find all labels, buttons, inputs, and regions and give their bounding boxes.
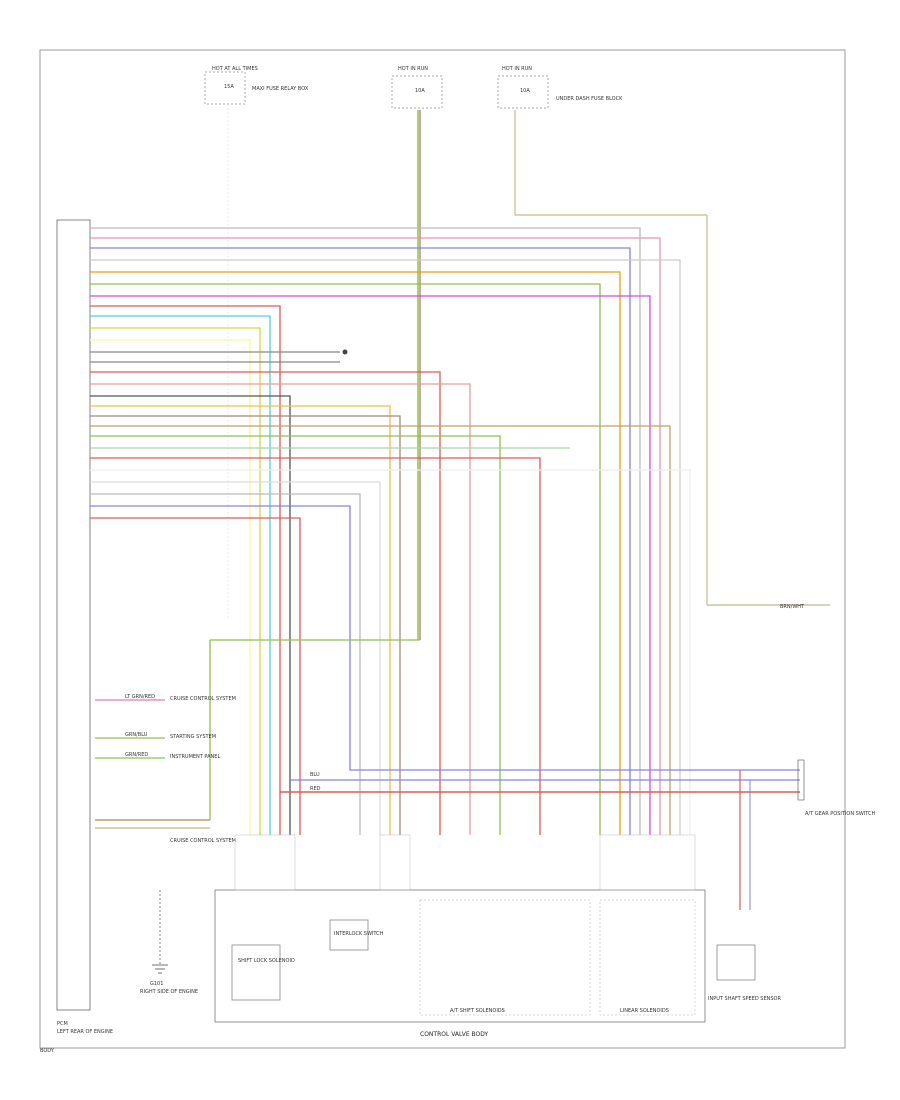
control-valve-label: CONTROL VALVE BODY xyxy=(420,1031,489,1038)
cruise-control-text: CRUISE CONTROL SYSTEM xyxy=(170,696,236,702)
footer-location: LEFT REAR OF ENGINE xyxy=(57,1029,113,1035)
ground-g101: G101 RIGHT SIDE OF ENGINE xyxy=(140,890,198,995)
fuse-box-mid: HOT IN RUN 10A xyxy=(391,66,443,109)
fuse-box-left-label: HOT AT ALL TIMES xyxy=(212,66,258,72)
fuse-box-right-fuse: 10A xyxy=(520,88,530,94)
instrument-panel-text: INSTRUMENT PANEL xyxy=(170,754,220,760)
fuse-box-right: HOT IN RUN 10A UNDER DASH FUSE BLOCK xyxy=(497,66,623,109)
fuse-box-mid-fuse: 10A xyxy=(415,88,425,94)
svg-text:LINEAR SOLENOIDS: LINEAR SOLENOIDS xyxy=(620,1008,669,1014)
fuse-box-mid-label: HOT IN RUN xyxy=(398,66,428,72)
footer-body: BODY xyxy=(40,1048,55,1054)
fuse-box-right-text: UNDER DASH FUSE BLOCK xyxy=(556,96,623,102)
svg-text:INTERLOCK SWITCH: INTERLOCK SWITCH xyxy=(334,931,384,937)
wire-label-red: RED xyxy=(310,786,321,792)
svg-text:A/T SHIFT SOLENOIDS: A/T SHIFT SOLENOIDS xyxy=(450,1008,505,1014)
svg-text:RIGHT SIDE OF ENGINE: RIGHT SIDE OF ENGINE xyxy=(140,989,198,995)
interlock-box xyxy=(329,919,369,951)
right-stub-label: BRN/WHT xyxy=(780,604,805,610)
starting-system-text: STARTING SYSTEM xyxy=(170,734,216,740)
fuse-box-left-fuse: 15A xyxy=(224,84,234,90)
svg-text:GRN/RED: GRN/RED xyxy=(125,752,148,758)
control-valve-body xyxy=(214,889,706,1023)
diagram-frame xyxy=(39,49,846,1049)
fuse-box-left: HOT AT ALL TIMES 15A MAXI FUSE RELAY BOX xyxy=(204,66,309,620)
fuse-box-left-text: MAXI FUSE RELAY BOX xyxy=(252,86,309,92)
svg-text:GRN/BLU: GRN/BLU xyxy=(125,732,148,738)
pcm-wires xyxy=(90,227,800,835)
linear-solenoids-box xyxy=(599,899,696,1016)
svg-text:SHIFT LOCK SOLENOID: SHIFT LOCK SOLENOID xyxy=(238,958,295,964)
svg-text:INPUT SHAFT SPEED SENSOR: INPUT SHAFT SPEED SENSOR xyxy=(708,996,781,1002)
svg-text:G101: G101 xyxy=(150,981,163,987)
shift-solenoids-box xyxy=(419,899,591,1016)
gear-position-connector xyxy=(797,759,805,801)
shift-lock-box xyxy=(231,944,281,1001)
svg-text:LT GRN/RED: LT GRN/RED xyxy=(125,694,155,700)
right-connector-text: A/T GEAR POSITION SWITCH xyxy=(805,811,876,817)
cruise-control-text-2: CRUISE CONTROL SYSTEM xyxy=(170,838,236,844)
wire-label-blu: BLU xyxy=(310,772,320,778)
left-components: LT GRN/RED CRUISE CONTROL SYSTEM GRN/BLU… xyxy=(95,694,236,844)
speed-sensor-box xyxy=(716,944,756,981)
fuse-box-right-label: HOT IN RUN xyxy=(502,66,532,72)
pcm-connector xyxy=(56,219,91,1011)
bottom-pins xyxy=(234,834,696,891)
footer-pcm: PCM xyxy=(57,1021,68,1027)
